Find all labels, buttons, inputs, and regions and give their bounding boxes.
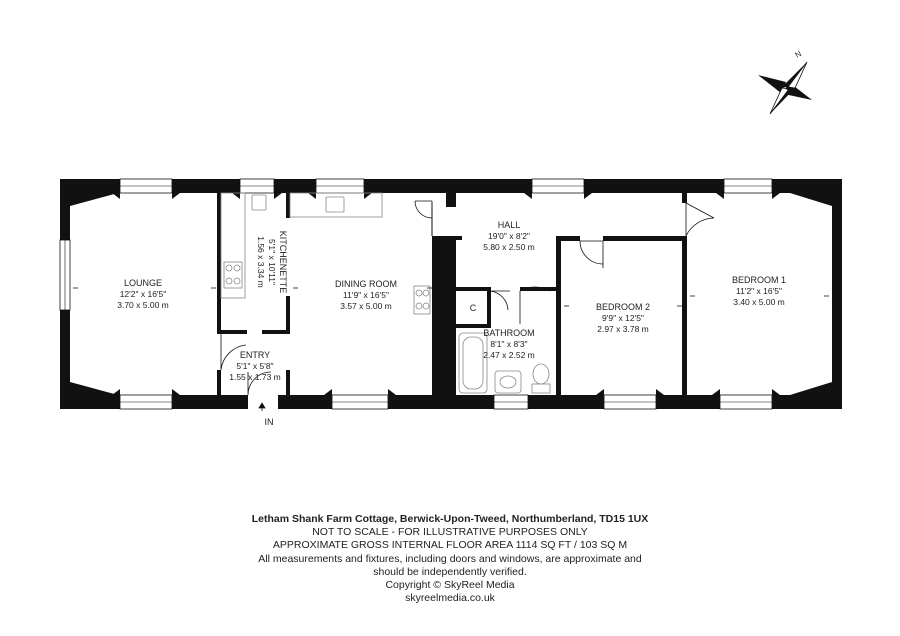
entrance-opening [248, 395, 278, 409]
interior-walls [217, 193, 687, 395]
room-label-bedroom-2: BEDROOM 2 9'9" x 12'5" 2.97 x 3.78 m [596, 302, 650, 334]
svg-text:DINING ROOM: DINING ROOM [335, 279, 397, 289]
svg-text:12'2" x 16'5": 12'2" x 16'5" [120, 289, 167, 299]
svg-text:HALL: HALL [498, 220, 521, 230]
svg-text:LOUNGE: LOUNGE [124, 278, 162, 288]
room-label-bedroom-1: BEDROOM 1 11'2" x 16'5" 3.40 x 5.00 m [732, 275, 786, 307]
floor-area: APPROXIMATE GROSS INTERNAL FLOOR AREA 11… [272, 539, 628, 552]
entrance-arrow-icon [258, 402, 266, 411]
scale-note: NOT TO SCALE - FOR ILLUSTRATIVE PURPOSES… [312, 526, 588, 539]
svg-text:1.56 x 3.34 m: 1.56 x 3.34 m [256, 236, 266, 288]
entrance-label: IN [265, 417, 274, 427]
windows [59, 178, 780, 410]
compass-north-label: N [794, 49, 804, 60]
disclaimer-line-1: All measurements and fixtures, including… [258, 552, 642, 565]
svg-text:11'9" x 16'5": 11'9" x 16'5" [343, 290, 389, 300]
svg-text:11'2" x 16'5": 11'2" x 16'5" [736, 286, 782, 296]
room-label-dining-room: DINING ROOM 11'9" x 16'5" 3.57 x 5.00 m [335, 279, 397, 311]
svg-text:2.47 x 2.52 m: 2.47 x 2.52 m [483, 350, 535, 360]
room-label-entry: ENTRY 5'1" x 5'8" 1.55 x 1.73 m [229, 350, 281, 382]
svg-text:BATHROOM: BATHROOM [483, 328, 534, 338]
svg-text:3.70 x 5.00 m: 3.70 x 5.00 m [117, 300, 169, 310]
copyright: Copyright © SkyReel Media [385, 579, 515, 592]
dimension-ticks [73, 287, 829, 307]
room-label-hall: HALL 19'0" x 8'2" 5.80 x 2.50 m [483, 220, 535, 252]
svg-text:3.40 x 5.00 m: 3.40 x 5.00 m [733, 297, 785, 307]
kitchen-fixtures [220, 192, 431, 315]
bathroom-fixtures [458, 332, 551, 394]
floor-plan-footer: Letham Shank Farm Cottage, Berwick-Upon-… [0, 513, 900, 605]
room-label-lounge: LOUNGE 12'2" x 16'5" 3.70 x 5.00 m [117, 278, 169, 310]
svg-text:BEDROOM 2: BEDROOM 2 [596, 302, 650, 312]
svg-text:BEDROOM 1: BEDROOM 1 [732, 275, 786, 285]
svg-text:5'1" x 10'11": 5'1" x 10'11" [267, 239, 277, 285]
room-label-kitchenette: KITCHENETTE 5'1" x 10'11" 1.56 x 3.34 m [256, 231, 288, 294]
disclaimer-line-2: should be independently verified. [373, 565, 527, 578]
svg-text:5'1" x 5'8": 5'1" x 5'8" [236, 361, 273, 371]
website: skyreelmedia.co.uk [405, 592, 495, 605]
svg-text:2.97 x 3.78 m: 2.97 x 3.78 m [597, 324, 649, 334]
cupboard-label: C [470, 303, 477, 313]
svg-text:5.80 x 2.50 m: 5.80 x 2.50 m [483, 242, 535, 252]
svg-text:3.57 x 5.00 m: 3.57 x 5.00 m [340, 301, 392, 311]
svg-text:8'1" x 8'3": 8'1" x 8'3" [490, 339, 527, 349]
svg-text:1.55 x 1.73 m: 1.55 x 1.73 m [229, 372, 281, 382]
doors [220, 200, 715, 396]
compass-rose-icon [758, 61, 812, 115]
svg-text:19'0" x 8'2": 19'0" x 8'2" [488, 231, 530, 241]
svg-text:ENTRY: ENTRY [240, 350, 270, 360]
svg-text:KITCHENETTE: KITCHENETTE [278, 231, 288, 294]
svg-text:9'9" x 12'5": 9'9" x 12'5" [602, 313, 644, 323]
property-address: Letham Shank Farm Cottage, Berwick-Upon-… [251, 513, 649, 525]
room-label-bathroom: BATHROOM 8'1" x 8'3" 2.47 x 2.52 m [483, 328, 535, 360]
